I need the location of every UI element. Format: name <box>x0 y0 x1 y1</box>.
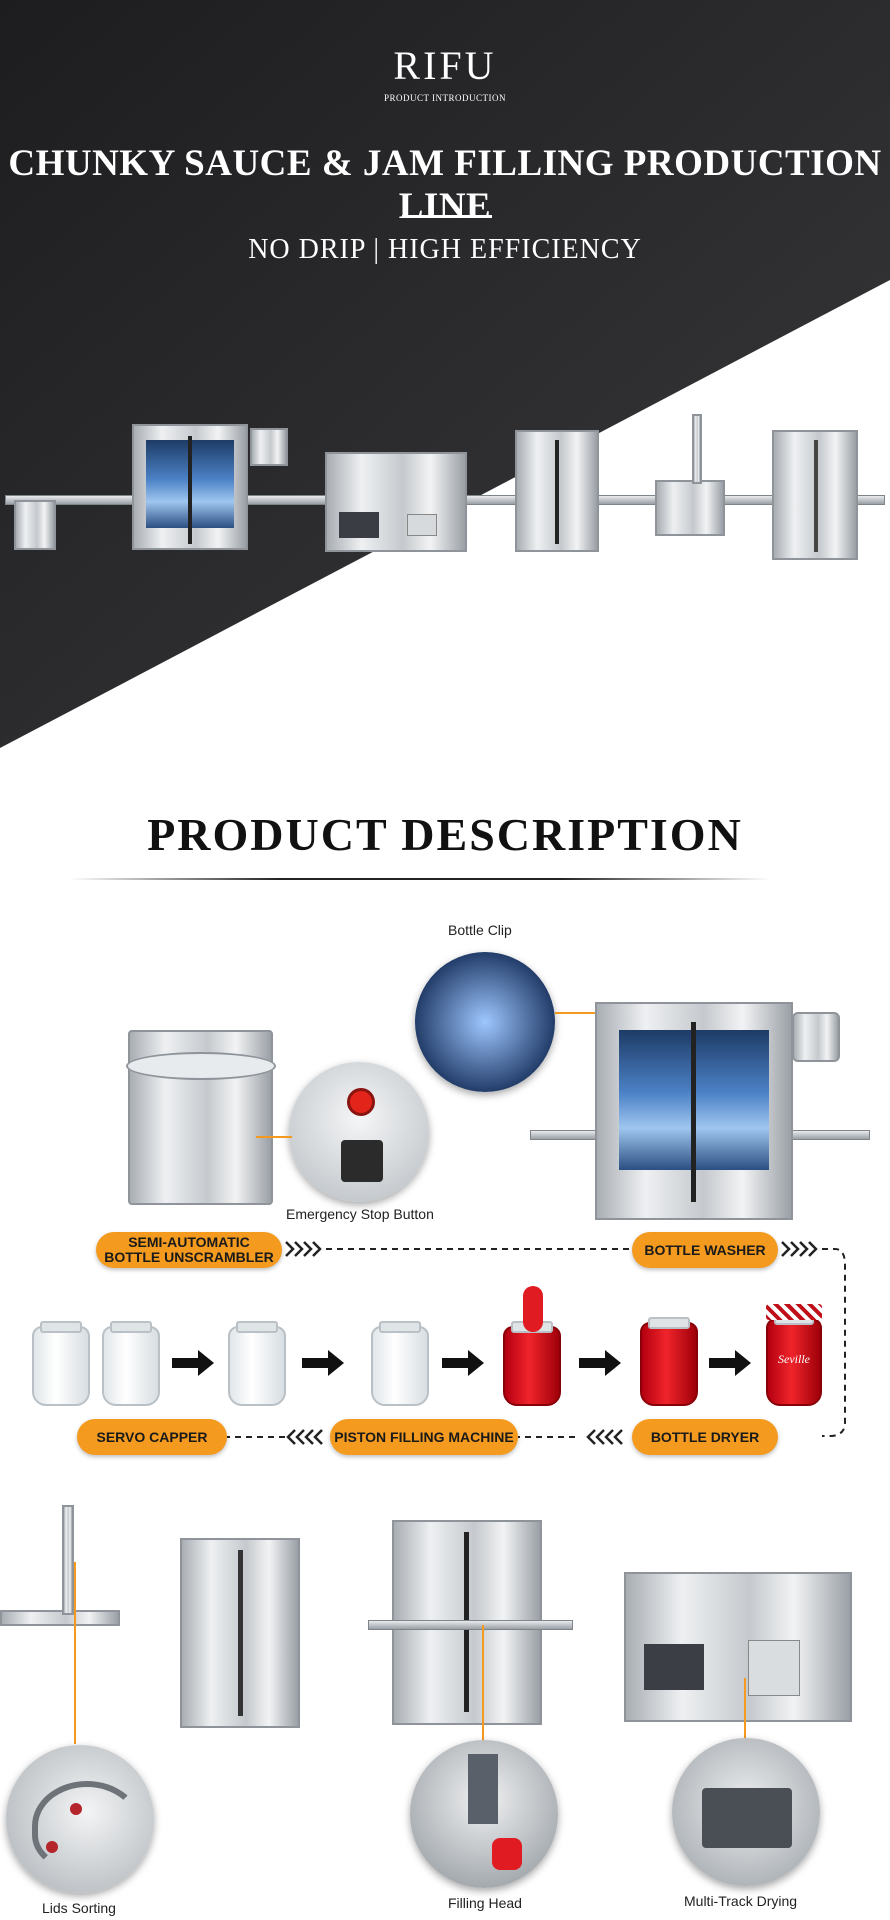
callout-line <box>256 1136 292 1138</box>
step-servo-capper: SERVO CAPPER <box>77 1419 227 1455</box>
section-divider <box>70 878 770 880</box>
lids-sorting-zoom <box>6 1745 154 1893</box>
washed-jar <box>228 1321 286 1406</box>
step-label-line2: BOTTLE UNSCRAMBLER <box>104 1249 274 1265</box>
brand-logo: RIFU <box>393 43 497 88</box>
piston-filler-machine <box>515 430 599 552</box>
callout-line <box>482 1625 484 1743</box>
dryer-photo <box>624 1572 852 1722</box>
step-piston-filling-machine: PISTON FILLING MACHINE <box>330 1419 518 1455</box>
dryer-machine <box>325 452 467 552</box>
unscrambler-photo <box>126 1030 276 1205</box>
filling-head-label: Filling Head <box>448 1895 522 1911</box>
arrow-right-icon <box>709 1350 751 1376</box>
hero-background <box>0 0 890 750</box>
bottle-clip-zoom <box>415 952 555 1092</box>
capped-jar: Seville <box>766 1304 822 1406</box>
servo-capper-photo <box>180 1538 300 1728</box>
washer-panel-photo <box>792 1012 840 1062</box>
bottle-washer-photo <box>595 1002 793 1220</box>
chevron-double-right-icon <box>285 1241 818 1257</box>
step-bottle-washer: BOTTLE WASHER <box>632 1232 778 1268</box>
hero-tagline: NO DRIP | HIGH EFFICIENCY <box>248 234 642 265</box>
bottle-clip-label: Bottle Clip <box>448 922 512 938</box>
multi-track-drying-label: Multi-Track Drying <box>684 1893 798 1909</box>
lid-elevator-photo <box>62 1505 74 1615</box>
arrow-right-icon <box>172 1350 214 1376</box>
jar-brand-label: Seville <box>778 1352 810 1366</box>
capper-elevator <box>692 414 702 484</box>
labeler-machine <box>772 430 858 560</box>
washer-control-box <box>250 428 288 466</box>
filled-jar <box>640 1317 698 1406</box>
filling-jar <box>503 1286 561 1406</box>
step-label-line1: SEMI-AUTOMATIC <box>128 1234 250 1250</box>
flow-connectors <box>227 1241 846 1445</box>
filling-head-zoom <box>410 1740 558 1888</box>
step-bottle-dryer: BOTTLE DRYER <box>632 1419 778 1455</box>
page-title: CHUNKY SAUCE & JAM FILLING PRODUCTION LI… <box>8 143 882 227</box>
capper-conveyor-photo <box>0 1610 120 1626</box>
emergency-stop-zoom <box>289 1062 429 1202</box>
washer-machine <box>132 424 248 550</box>
dried-jar <box>371 1321 429 1406</box>
callout-line <box>74 1562 76 1744</box>
lids-sorting-label: Lids Sorting <box>42 1900 116 1916</box>
stop-button-icon <box>347 1088 375 1116</box>
title-divider <box>402 215 492 218</box>
chevron-double-left-icon <box>286 1429 623 1445</box>
filler-conveyor <box>368 1620 573 1630</box>
servo-capper-machine <box>655 480 725 536</box>
step-semi-automatic-unscrambler: SEMI-AUTOMATIC BOTTLE UNSCRAMBLER <box>96 1232 282 1268</box>
unscrambler-machine <box>14 500 56 550</box>
callout-line <box>744 1678 746 1738</box>
empty-jar <box>32 1321 90 1406</box>
arrow-right-icon <box>302 1350 344 1376</box>
arrow-right-icon <box>579 1350 621 1376</box>
multi-track-drying-zoom <box>672 1738 820 1886</box>
arrow-right-icon <box>442 1350 484 1376</box>
section-title: PRODUCT DESCRIPTION <box>147 809 743 860</box>
hero-banner: RIFU PRODUCT INTRODUCTION CHUNKY SAUCE &… <box>0 0 890 750</box>
empty-jar <box>102 1321 160 1406</box>
brand-subtitle: PRODUCT INTRODUCTION <box>383 93 507 103</box>
emergency-stop-label: Emergency Stop Button <box>286 1206 434 1222</box>
